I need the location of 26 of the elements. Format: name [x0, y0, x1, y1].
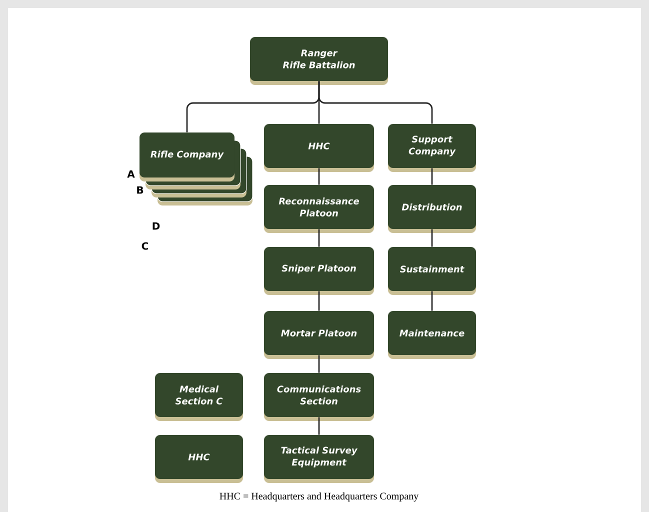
connector-line: [431, 291, 433, 311]
org-box: Ranger Rifle Battalion: [250, 37, 388, 85]
connector-line: [318, 417, 320, 435]
org-box: Mortar Platoon: [264, 311, 374, 359]
letter-label: C: [142, 242, 148, 250]
org-box: Medical Section C: [155, 373, 243, 421]
connector-line: [431, 229, 433, 247]
caption: HHC = Headquarters and Headquarters Company: [220, 492, 419, 502]
org-box: Sustainment: [388, 247, 476, 295]
connector-line: [318, 291, 320, 311]
org-box: HHC: [264, 124, 374, 172]
connector-line: [318, 355, 320, 373]
org-box: Maintenance: [388, 311, 476, 359]
org-box: HHC: [155, 435, 243, 483]
org-box: Distribution: [388, 185, 476, 233]
connector-line: [318, 81, 433, 124]
org-box: Communications Section: [264, 373, 374, 421]
org-box: Tactical Survey Equipment: [264, 435, 374, 483]
org-box: Reconnaissance Platoon: [264, 185, 374, 233]
connector-line: [431, 168, 433, 185]
letter-label: D: [152, 222, 160, 230]
letter-label: A: [127, 170, 135, 178]
org-box: Sniper Platoon: [264, 247, 374, 295]
connector-line: [318, 229, 320, 247]
connector-line: [318, 168, 320, 185]
org-box: Support Company: [388, 124, 476, 172]
